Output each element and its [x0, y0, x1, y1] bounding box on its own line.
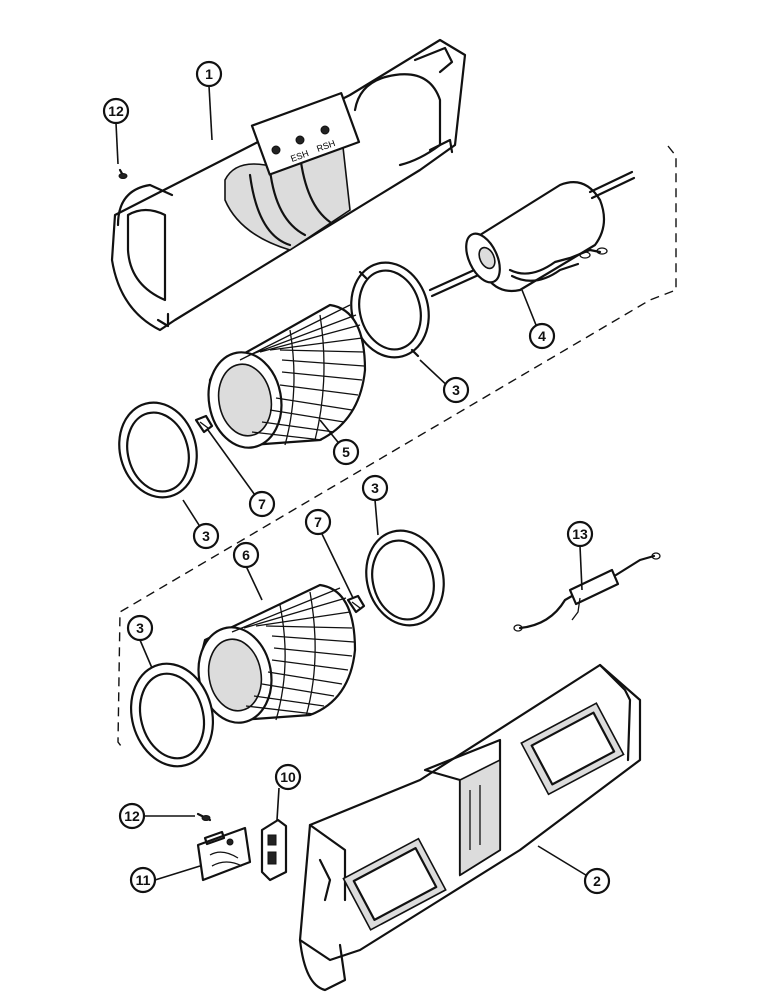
svg-text:11: 11 [136, 872, 151, 888]
callout-3-lower-left: 3 [126, 614, 154, 642]
lower-housing-part [298, 663, 642, 992]
callout-3-upper-right: 3 [442, 376, 470, 404]
assembly-group-boundary [117, 145, 677, 751]
callout-3-center: 3 [361, 474, 389, 502]
callout-13: 13 [566, 520, 594, 548]
upper-housing-part: ESH RSH [110, 38, 467, 332]
screw-part [118, 168, 128, 179]
svg-text:3: 3 [452, 382, 460, 398]
callout-12-top: 12 [102, 97, 130, 125]
callout-12-bottom: 12 [118, 802, 146, 830]
callout-2: 2 [583, 867, 611, 895]
svg-text:13: 13 [572, 526, 588, 542]
callout-11: 11 [129, 866, 157, 894]
svg-text:10: 10 [280, 769, 296, 785]
callout-3-left: 3 [192, 522, 220, 550]
blower-motor-part [428, 170, 636, 298]
svg-text:7: 7 [258, 496, 266, 512]
svg-text:1: 1 [205, 66, 213, 82]
svg-text:3: 3 [136, 620, 144, 636]
svg-text:2: 2 [593, 873, 601, 889]
svg-text:12: 12 [108, 103, 124, 119]
lower-fan-wheel-part [197, 583, 357, 724]
resistor-board-part [196, 826, 252, 882]
callout-7-lower: 7 [304, 508, 332, 536]
svg-text:3: 3 [202, 528, 210, 544]
seal-ring-part [129, 662, 215, 768]
switch-bracket-part [260, 818, 288, 882]
resistor-part [513, 552, 661, 632]
callout-5: 5 [332, 438, 360, 466]
svg-text:4: 4 [538, 328, 546, 344]
callout-7-upper: 7 [248, 490, 276, 518]
retaining-clip-part [194, 414, 214, 434]
leader-lines [115, 85, 595, 881]
svg-text:7: 7 [314, 514, 322, 530]
callout-10: 10 [274, 763, 302, 791]
retaining-clip-part [346, 594, 366, 614]
seal-ring-part [118, 401, 198, 499]
svg-text:6: 6 [242, 547, 250, 563]
callout-6: 6 [232, 541, 260, 569]
screw-part [196, 812, 212, 822]
svg-text:12: 12 [124, 808, 140, 824]
callout-4: 4 [528, 322, 556, 350]
callout-1: 1 [195, 60, 223, 88]
upper-fan-wheel-part [207, 303, 367, 449]
seal-ring-part [365, 529, 445, 627]
svg-text:5: 5 [342, 444, 350, 460]
svg-text:3: 3 [371, 480, 379, 496]
